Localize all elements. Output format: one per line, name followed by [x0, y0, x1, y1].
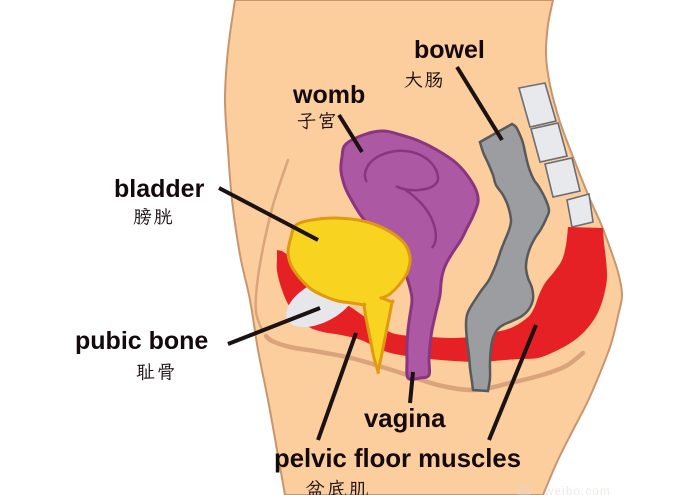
svg-text:vagina: vagina: [364, 405, 446, 433]
svg-text:weibo.com: weibo.com: [544, 486, 611, 495]
svg-text:bowel: bowel: [414, 36, 485, 64]
svg-text:pelvic floor muscles: pelvic floor muscles: [274, 445, 521, 473]
svg-text:bladder: bladder: [114, 175, 205, 203]
svg-text:pubic bone: pubic bone: [75, 327, 208, 355]
svg-text:womb: womb: [292, 81, 365, 109]
